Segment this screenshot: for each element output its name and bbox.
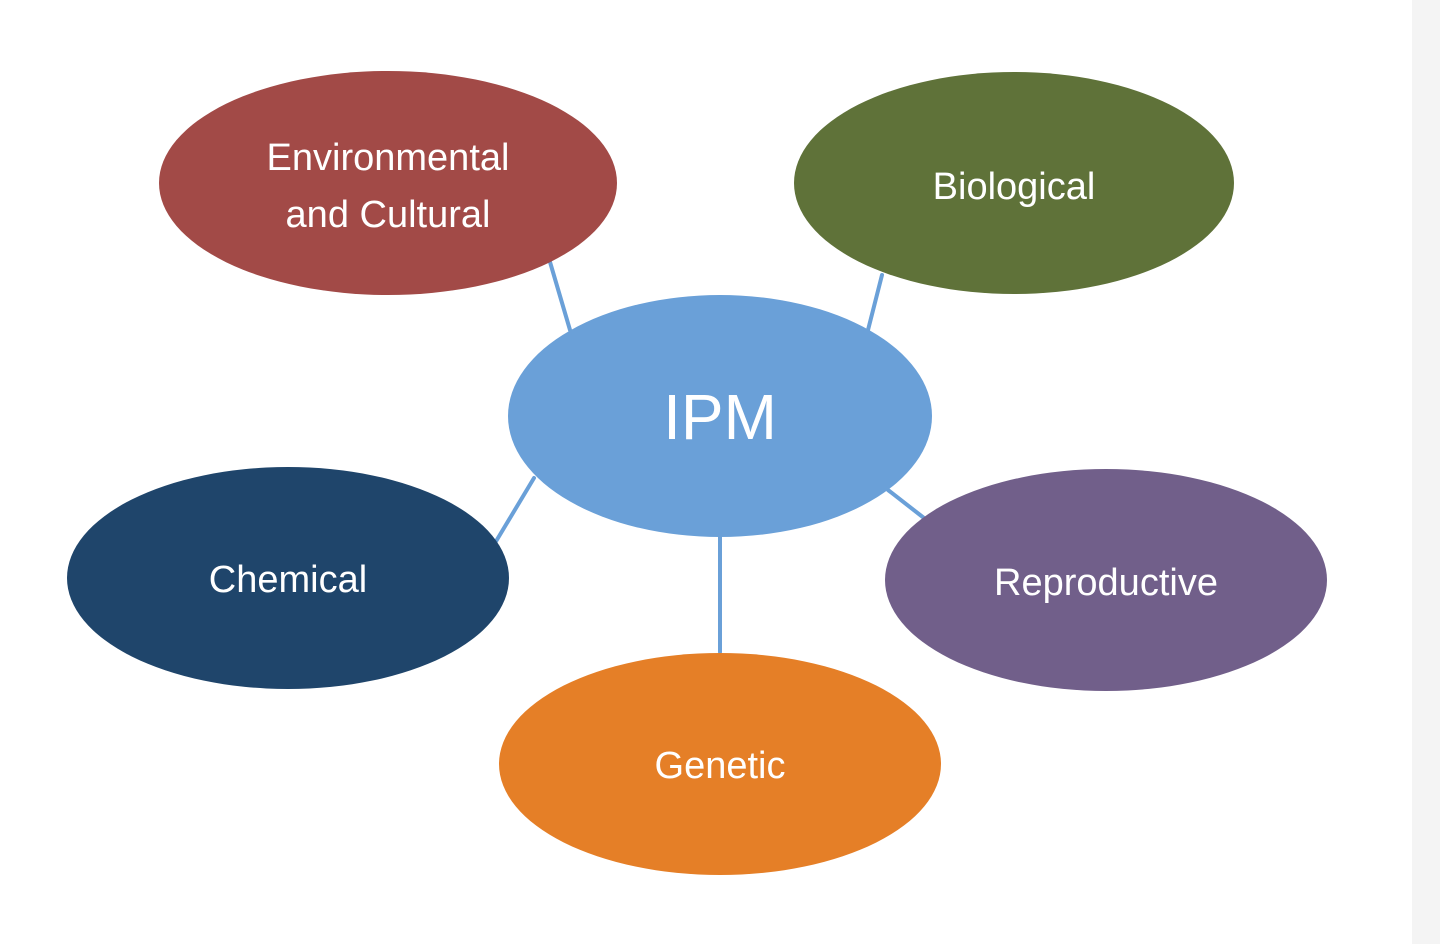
- node-environmental-label-line-2: and Cultural: [286, 194, 491, 236]
- node-genetic-label: Genetic: [655, 745, 786, 787]
- node-center-ipm: IPM: [508, 295, 932, 537]
- node-biological: Biological: [794, 72, 1234, 294]
- node-reproductive: Reproductive: [885, 469, 1327, 691]
- node-biological-label: Biological: [933, 166, 1096, 208]
- node-chemical-label: Chemical: [209, 559, 367, 601]
- connector-reproductive: [886, 488, 926, 520]
- node-environmental-label-line-1: Environmental: [267, 137, 510, 179]
- node-genetic: Genetic: [499, 653, 941, 875]
- node-environmental: Environmental and Cultural: [159, 71, 617, 295]
- node-reproductive-label: Reproductive: [994, 562, 1218, 604]
- right-edge-strip: [1412, 0, 1440, 944]
- connector-environmental: [548, 260, 572, 332]
- center-label: IPM: [663, 381, 777, 453]
- connector-chemical: [493, 476, 536, 545]
- node-chemical: Chemical: [67, 467, 509, 689]
- connector-biological: [866, 273, 884, 332]
